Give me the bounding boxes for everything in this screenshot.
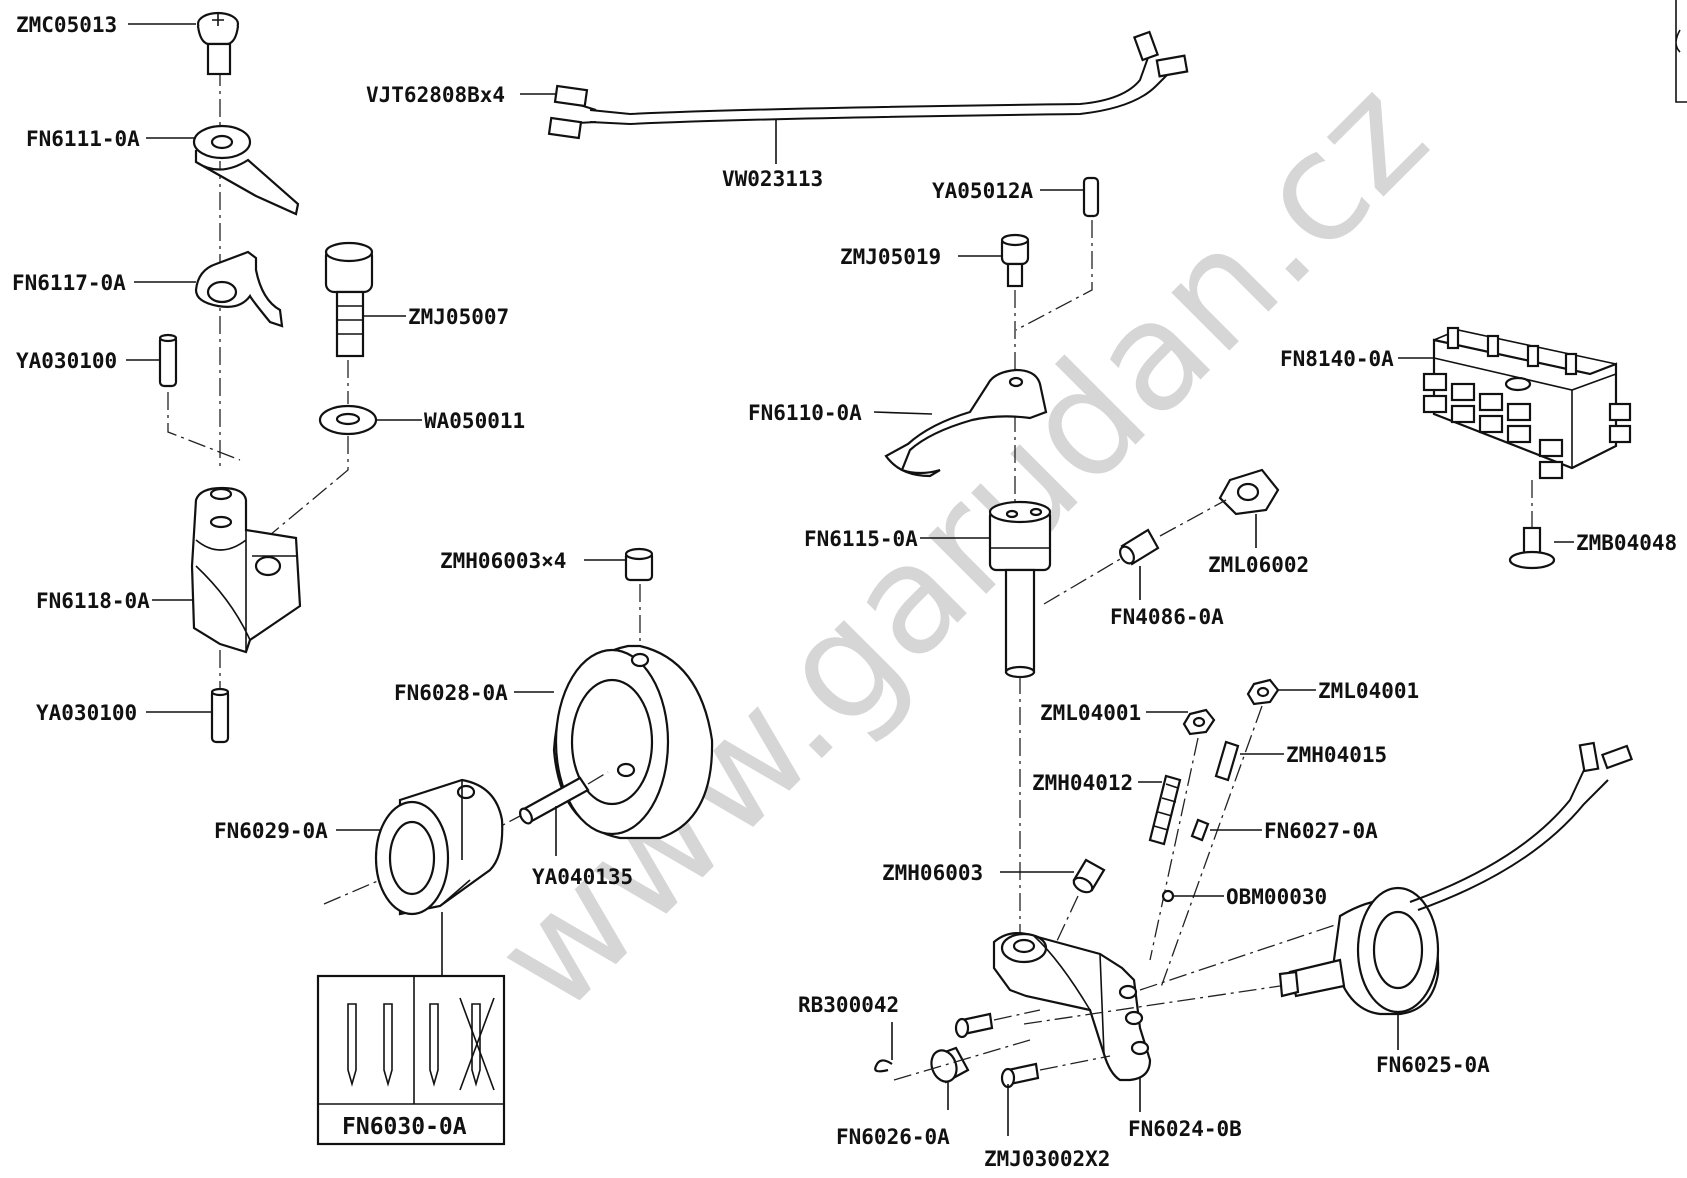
cable-vw023113 — [547, 30, 1189, 140]
label-zmj03002x2: ZMJ03002X2 — [984, 1147, 1110, 1171]
label-fn6111: FN6111-0A — [26, 127, 140, 151]
ring-rb300042 — [874, 1059, 893, 1073]
label-fn6025: FN6025-0A — [1376, 1053, 1490, 1077]
label-zmc05013: ZMC05013 — [16, 13, 117, 37]
pin-ya040135 — [519, 776, 590, 825]
label-zml04001-left: ZML04001 — [1040, 701, 1141, 725]
shaft-fn6115 — [988, 500, 1052, 679]
cross-icon — [459, 997, 495, 1091]
hub-fn6029 — [374, 778, 504, 916]
pin-ya030100-top — [158, 333, 178, 388]
label-zmh06003: ZMH06003 — [882, 861, 983, 885]
label-zml06002: ZML06002 — [1208, 553, 1309, 577]
label-fn6024: FN6024-0B — [1128, 1117, 1242, 1141]
label-fn6028: FN6028-0A — [394, 681, 508, 705]
bushing-fn6026 — [930, 1046, 970, 1084]
washer-wa050011 — [318, 404, 378, 436]
label-zmj05019: ZMJ05019 — [840, 245, 941, 269]
screw-zmc05013 — [196, 11, 240, 76]
screw-zmj03002-lower — [1000, 1062, 1040, 1089]
label-rb300042: RB300042 — [798, 993, 899, 1017]
screw-zmh04012 — [1148, 774, 1182, 846]
nut-zml04001-right — [1246, 678, 1280, 706]
label-fn6030: FN6030-0A — [342, 1114, 467, 1140]
label-fn6115: FN6115-0A — [804, 527, 918, 551]
label-fn6029: FN6029-0A — [214, 819, 328, 843]
set-screw-zmh06003x4 — [624, 547, 654, 582]
label-zmh04015: ZMH04015 — [1286, 743, 1387, 767]
pin-ya05012a — [1082, 176, 1100, 218]
arm-fn6024 — [992, 931, 1152, 1082]
label-ya040135: YA040135 — [532, 865, 633, 889]
screw-fn4086 — [1119, 528, 1160, 566]
label-ya030100-bottom: YA030100 — [36, 701, 137, 725]
screw-zmb04048 — [1508, 526, 1556, 570]
label-zmb04048: ZMB04048 — [1576, 531, 1677, 555]
label-fn6027: FN6027-0A — [1264, 819, 1378, 843]
label-fn6117: FN6117-0A — [12, 271, 126, 295]
label-fn6118: FN6118-0A — [36, 589, 150, 613]
bracket-fn6110 — [884, 368, 1048, 478]
collar-fn6028 — [552, 644, 714, 840]
needle-box-fn6030 — [316, 974, 506, 1146]
label-ya05012a: YA05012A — [932, 179, 1034, 203]
label-vjt62808: VJT62808Bx4 — [366, 83, 505, 107]
label-fn6110: FN6110-0A — [748, 401, 862, 425]
label-vw023113: VW023113 — [722, 167, 823, 191]
switch-block-fn8140 — [1422, 326, 1632, 480]
bolt-zmj05007 — [324, 241, 374, 358]
label-fn4086: FN4086-0A — [1110, 605, 1224, 629]
lever-fn6111 — [192, 124, 300, 216]
label-fn6026: FN6026-0A — [836, 1125, 950, 1149]
label-fn8140: FN8140-0A — [1280, 347, 1394, 371]
label-zmh06003x4: ZMH06003×4 — [440, 549, 566, 573]
label-zmh04012: ZMH04012 — [1032, 771, 1133, 795]
bracket-fn6117 — [194, 250, 284, 328]
screw-zmj05019 — [1000, 233, 1030, 288]
page-edge-fragment — [1675, 0, 1687, 103]
nut-zml04001-left — [1182, 708, 1216, 736]
pin-ya030100-bottom — [210, 687, 230, 744]
block-fn6118 — [190, 486, 302, 654]
nut-zml06002 — [1218, 468, 1280, 516]
screw-zmh04015 — [1214, 740, 1240, 782]
screw-fn6027 — [1190, 818, 1210, 842]
label-zml04001-right: ZML04001 — [1318, 679, 1419, 703]
screw-zmj03002-upper — [954, 1012, 994, 1039]
label-wa050011: WA050011 — [424, 409, 525, 433]
label-ya030100-top: YA030100 — [16, 349, 117, 373]
label-obm00030: OBM00030 — [1226, 885, 1327, 909]
ball-obm00030 — [1161, 889, 1175, 903]
set-screw-zmh06003 — [1072, 858, 1106, 894]
motor-fn6025 — [1278, 741, 1634, 1016]
label-zmj05007: ZMJ05007 — [408, 305, 509, 329]
